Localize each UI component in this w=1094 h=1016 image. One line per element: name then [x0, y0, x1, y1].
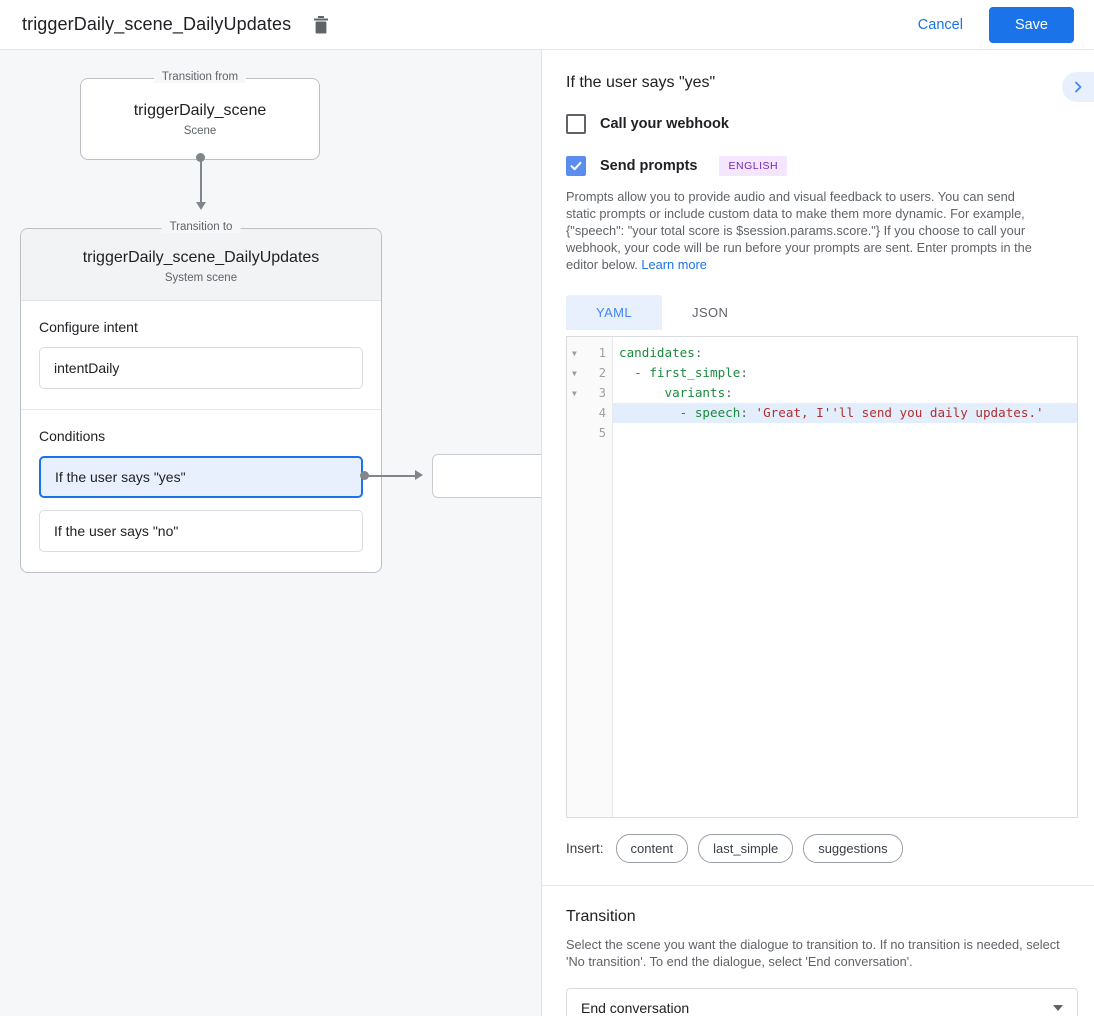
connector-arrow-down — [196, 202, 206, 210]
transition-to-header: triggerDaily_scene_DailyUpdates System s… — [21, 229, 381, 301]
code-value: 'Great, I''ll send you daily updates.' — [755, 405, 1044, 420]
top-bar-actions: Cancel Save — [906, 6, 1074, 43]
checkmark-icon — [570, 161, 582, 171]
fold-arrow-icon[interactable]: ▼ — [572, 388, 577, 398]
chevron-down-icon — [1053, 1005, 1063, 1011]
insert-row: Insert: content last_simple suggestions — [542, 834, 1094, 863]
line-number: 1 — [598, 346, 606, 360]
prompts-help-text: Prompts allow you to provide audio and v… — [542, 188, 1064, 273]
trash-icon — [314, 15, 329, 33]
code-indent: - — [619, 365, 650, 380]
condition-item-no[interactable]: If the user says "no" — [39, 510, 363, 552]
tab-yaml[interactable]: YAML — [566, 295, 663, 330]
transition-from-legend: Transition from — [153, 71, 247, 83]
line-number: 5 — [598, 426, 606, 440]
transition-to-subtitle: System scene — [164, 272, 238, 284]
delete-button[interactable] — [307, 11, 335, 39]
send-prompts-checkbox[interactable] — [566, 156, 586, 176]
code-key: variants — [664, 385, 726, 400]
transition-description: Select the scene you want the dialogue t… — [566, 937, 1060, 969]
editor-gutter: ▼1 ▼2 ▼3 4 5 — [567, 337, 613, 817]
transition-select[interactable]: End conversation — [566, 988, 1078, 1016]
connector-arrow-right — [415, 470, 423, 480]
editor-code-area[interactable]: candidates: - first_simple: variants: - … — [613, 337, 1077, 817]
transition-to-title: triggerDaily_scene_DailyUpdates — [82, 249, 320, 266]
code-key: candidates — [619, 345, 695, 360]
code-line: candidates: — [613, 343, 1077, 363]
gutter-row: ▼1 — [567, 343, 612, 363]
flow-canvas[interactable]: Transition from triggerDaily_scene Scene… — [0, 50, 542, 1016]
transition-section: Transition Select the scene you want the… — [542, 886, 1094, 1016]
line-number: 3 — [598, 386, 606, 400]
code-line-active: - speech: 'Great, I''ll send you daily u… — [613, 403, 1077, 423]
intent-field[interactable]: intentDaily — [39, 347, 363, 389]
configure-intent-label: Configure intent — [39, 319, 138, 335]
code-key: speech — [694, 405, 741, 420]
configure-intent-section: Configure intent intentDaily — [21, 301, 381, 409]
gutter-row: ▼2 — [567, 363, 612, 383]
webhook-label: Call your webhook — [600, 116, 729, 132]
details-panel: If the user says "yes" Call your webhook… — [542, 50, 1094, 1016]
connector-line-vertical — [200, 157, 202, 205]
code-colon: : — [694, 345, 703, 360]
tab-json[interactable]: JSON — [692, 305, 729, 320]
chevron-right-icon — [1075, 81, 1082, 93]
cancel-button[interactable]: Cancel — [906, 9, 975, 41]
transition-to-legend: Transition to — [161, 221, 241, 233]
insert-label: Insert: — [566, 841, 604, 856]
code-line — [613, 423, 1077, 443]
code-line: variants: — [613, 383, 1077, 403]
transition-from-node[interactable]: Transition from triggerDaily_scene Scene — [80, 71, 320, 160]
insert-chip-content[interactable]: content — [615, 834, 689, 863]
gutter-row: 4 — [567, 403, 612, 423]
connector-line-horizontal — [368, 475, 418, 477]
prompt-code-editor[interactable]: ▼1 ▼2 ▼3 4 5 candidates: - first_simple:… — [566, 336, 1078, 818]
conditions-section: Conditions If the user says "yes" If the… — [21, 409, 381, 572]
webhook-checkbox[interactable] — [566, 114, 586, 134]
editor-format-tabs: YAML JSON — [566, 295, 1094, 330]
page-title: triggerDaily_scene_DailyUpdates — [22, 14, 292, 34]
gutter-row: ▼3 — [567, 383, 612, 403]
transition-from-title: triggerDaily_scene — [133, 101, 267, 119]
prompts-help-body: Prompts allow you to provide audio and v… — [566, 189, 1032, 272]
fold-arrow-icon[interactable]: ▼ — [572, 348, 577, 358]
condition-item-yes[interactable]: If the user says "yes" — [39, 456, 363, 498]
code-line: - first_simple: — [613, 363, 1077, 383]
code-colon: : — [725, 385, 733, 400]
panel-title: If the user says "yes" — [566, 74, 716, 91]
panel-divider — [542, 885, 1094, 886]
transition-title: Transition — [566, 908, 636, 925]
collapse-panel-button[interactable] — [1062, 72, 1094, 102]
send-prompts-label: Send prompts — [600, 158, 698, 174]
conditions-label: Conditions — [39, 428, 106, 444]
empty-target-node[interactable] — [432, 454, 541, 498]
transition-select-value: End conversation — [581, 1000, 690, 1016]
learn-more-link[interactable]: Learn more — [641, 257, 707, 272]
gutter-row: 5 — [567, 423, 612, 443]
code-indent: - — [619, 405, 695, 420]
code-indent — [619, 385, 665, 400]
top-bar: triggerDaily_scene_DailyUpdates Cancel S… — [0, 0, 1094, 50]
line-number: 4 — [598, 406, 606, 420]
transition-from-subtitle: Scene — [183, 124, 217, 137]
language-badge: ENGLISH — [719, 156, 788, 176]
code-colon: : — [740, 405, 756, 420]
code-key: first_simple — [649, 365, 741, 380]
save-button[interactable]: Save — [988, 6, 1074, 43]
panel-header: If the user says "yes" — [542, 50, 1094, 102]
line-number: 2 — [598, 366, 606, 380]
webhook-row[interactable]: Call your webhook — [542, 114, 1094, 134]
transition-to-node[interactable]: Transition to triggerDaily_scene_DailyUp… — [20, 221, 382, 573]
code-colon: : — [740, 365, 748, 380]
insert-chip-last-simple[interactable]: last_simple — [698, 834, 794, 863]
send-prompts-row[interactable]: Send prompts ENGLISH — [542, 156, 1094, 176]
fold-arrow-icon[interactable]: ▼ — [572, 368, 577, 378]
connector-dot-condition — [360, 471, 369, 480]
insert-chip-suggestions[interactable]: suggestions — [803, 834, 903, 863]
